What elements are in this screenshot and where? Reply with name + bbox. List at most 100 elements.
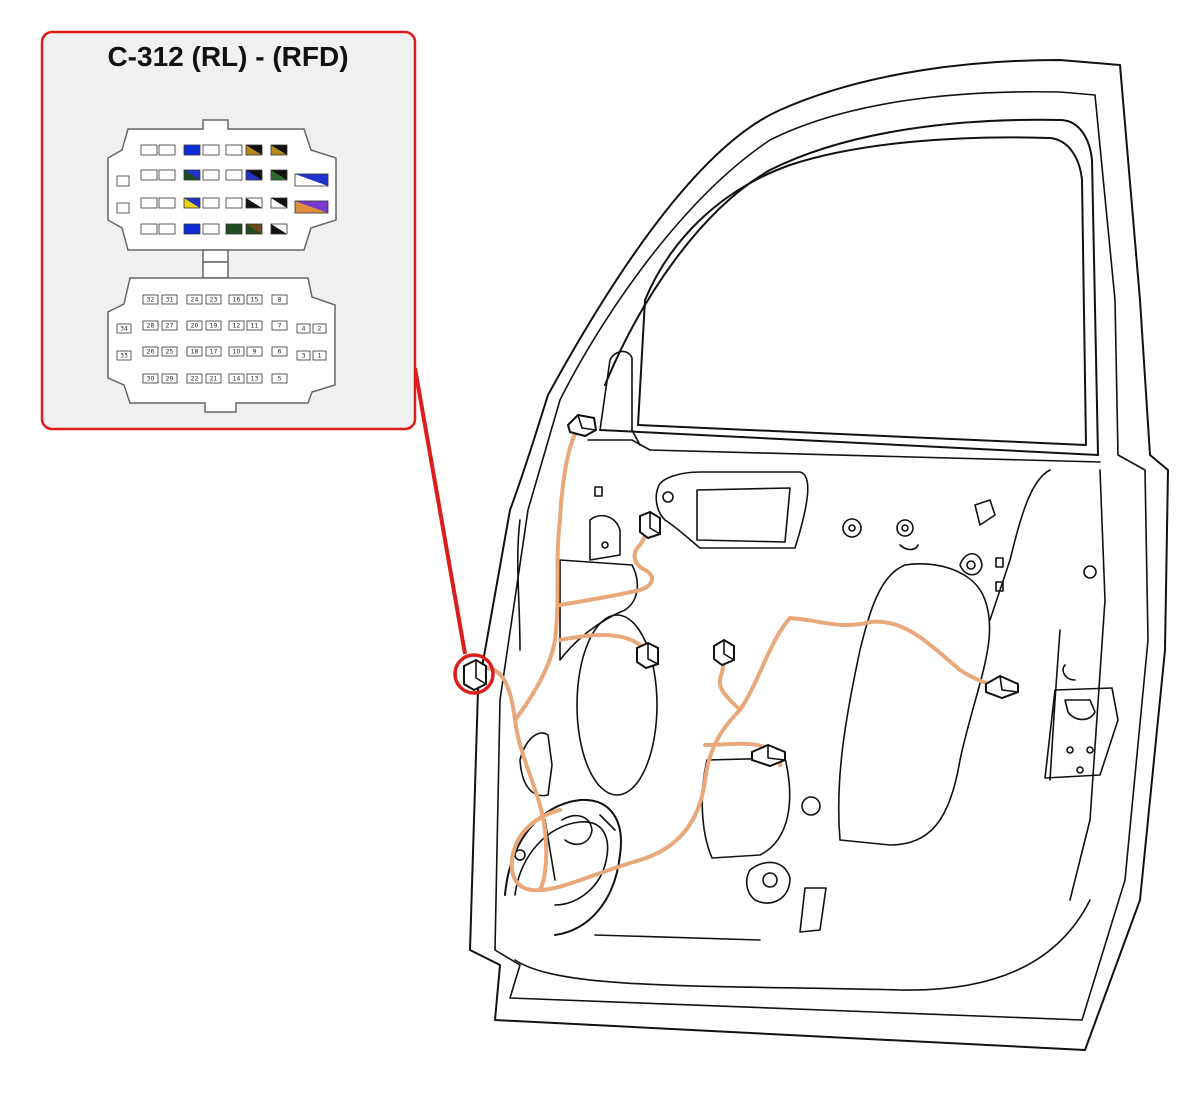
svg-text:14: 14 — [233, 376, 241, 383]
svg-text:27: 27 — [166, 323, 174, 330]
upper-pin-r1-c2 — [158, 144, 176, 156]
lower-pin-20: 20 — [186, 320, 203, 331]
upper-pin-r1-c7 — [270, 144, 288, 156]
lower-pin-5: 5 — [271, 373, 288, 384]
door-connectors — [463, 413, 1019, 768]
upper-pin-r2-c1 — [140, 169, 158, 181]
upper-pin-r2-c3 — [183, 169, 201, 181]
lower-pin-26: 26 — [142, 346, 159, 357]
lower-pin-24: 24 — [186, 294, 203, 305]
connector-lock-tab — [202, 261, 229, 279]
upper-pin-r2-c2 — [158, 169, 176, 181]
svg-text:5: 5 — [278, 376, 282, 383]
lower-pin-27: 27 — [161, 320, 178, 331]
lower-pin-23: 23 — [205, 294, 222, 305]
svg-text:17: 17 — [210, 349, 218, 356]
lower-pin-21: 21 — [205, 373, 222, 384]
upper-pin-r1-c5 — [225, 144, 243, 156]
upper-pin-r4-c6 — [245, 223, 263, 235]
upper-pin-r3-c3 — [183, 197, 201, 209]
svg-text:4: 4 — [302, 326, 306, 333]
lower-pin-32: 32 — [142, 294, 159, 305]
lower-pin-31: 31 — [161, 294, 178, 305]
svg-text:7: 7 — [278, 323, 282, 330]
lower-pin-19: 19 — [205, 320, 222, 331]
lower-pin-6: 6 — [271, 346, 288, 357]
connector-latch[interactable] — [985, 674, 1019, 700]
upper-pin-r3-c5 — [225, 197, 243, 209]
upper-pin-r3-c1 — [140, 197, 158, 209]
lower-pin-11: 11 — [246, 320, 263, 331]
svg-text:25: 25 — [166, 349, 174, 356]
connector-c312-location[interactable] — [463, 658, 487, 692]
lower-pin-10: 10 — [228, 346, 245, 357]
svg-text:32: 32 — [147, 297, 155, 304]
connector-window-motor[interactable] — [713, 638, 735, 667]
lower-pin-1: 1 — [312, 350, 327, 361]
lower-pin-17: 17 — [205, 346, 222, 357]
lower-pin-33: 33 — [116, 350, 132, 361]
upper-pin-r3-c7 — [270, 197, 288, 209]
upper-pin-r3-c2 — [158, 197, 176, 209]
upper-pin-r4-c5 — [225, 223, 243, 235]
connector-title: C-312 (RL) - (RFD) — [107, 41, 348, 72]
connector-speaker[interactable] — [636, 641, 659, 670]
lower-pin-16: 16 — [228, 294, 245, 305]
lower-pin-12: 12 — [228, 320, 245, 331]
svg-text:33: 33 — [120, 353, 128, 360]
upper-pin-r2-c7 — [270, 169, 288, 181]
connector-switch[interactable] — [639, 510, 661, 540]
svg-text:11: 11 — [251, 323, 259, 330]
lower-pin-22: 22 — [186, 373, 203, 384]
upper-side-right-pin-1 — [294, 173, 329, 187]
svg-text:26: 26 — [147, 349, 155, 356]
lower-pin-8: 8 — [271, 294, 288, 305]
lower-pin-14: 14 — [228, 373, 245, 384]
upper-pin-r3-c4 — [202, 197, 220, 209]
svg-text:6: 6 — [278, 349, 282, 356]
harness-branch-lower — [509, 808, 562, 893]
lower-pin-30: 30 — [142, 373, 159, 384]
svg-text:19: 19 — [210, 323, 218, 330]
svg-text:16: 16 — [233, 297, 241, 304]
lower-pin-15: 15 — [246, 294, 263, 305]
svg-text:29: 29 — [166, 376, 174, 383]
svg-text:28: 28 — [147, 323, 155, 330]
harness-branch-mirror — [558, 522, 654, 607]
svg-text:15: 15 — [251, 297, 259, 304]
upper-pin-r1-c1 — [140, 144, 158, 156]
svg-text:20: 20 — [191, 323, 199, 330]
svg-text:30: 30 — [147, 376, 155, 383]
upper-pin-r4-c4 — [202, 223, 220, 235]
connector-lock-actuator[interactable] — [751, 743, 786, 768]
svg-text:8: 8 — [278, 297, 282, 304]
callout-circle — [453, 653, 495, 695]
upper-pin-r4-c2 — [158, 223, 176, 235]
svg-text:24: 24 — [191, 297, 199, 304]
connector-mirror-top[interactable] — [566, 413, 598, 438]
lower-connector-housing — [107, 277, 336, 413]
connector-latch-tab — [202, 249, 229, 263]
upper-pin-r2-c5 — [225, 169, 243, 181]
lower-pin-13: 13 — [246, 373, 263, 384]
svg-text:13: 13 — [251, 376, 259, 383]
upper-pin-r1-c3 — [183, 144, 201, 156]
callout-link — [413, 367, 495, 695]
lower-pin-7: 7 — [271, 320, 288, 331]
lower-pin-9: 9 — [246, 346, 263, 357]
svg-text:23: 23 — [210, 297, 218, 304]
svg-text:18: 18 — [191, 349, 199, 356]
lower-pin-2: 2 — [312, 323, 327, 334]
svg-text:10: 10 — [233, 349, 241, 356]
lower-pin-34: 34 — [116, 323, 132, 334]
svg-text:21: 21 — [210, 376, 218, 383]
svg-text:31: 31 — [166, 297, 174, 304]
lower-pin-3: 3 — [296, 350, 311, 361]
lower-pin-28: 28 — [142, 320, 159, 331]
svg-text:3: 3 — [302, 353, 306, 360]
upper-pin-r4-c1 — [140, 223, 158, 235]
upper-side-left-pin-2 — [116, 202, 130, 214]
upper-pin-r3-c6 — [245, 197, 263, 209]
